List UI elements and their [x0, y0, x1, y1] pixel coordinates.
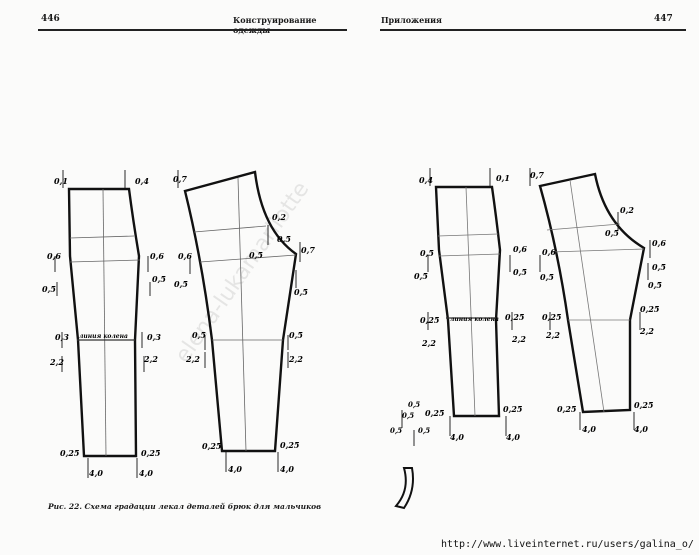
- label-front-hem-left-b: 4,0: [89, 468, 103, 478]
- label-back-knee-left-b: 2,2: [545, 330, 560, 340]
- front-panel-outline: [67, 187, 141, 458]
- running-head: Приложения: [381, 15, 442, 25]
- label-front-hem-right: 0,25: [141, 448, 161, 458]
- label-back-top-left: 0,7: [173, 174, 187, 184]
- label-waistband-d: 0,5: [418, 426, 430, 435]
- right-pattern-diagram: 0,4 0,1 0,7 0,2 0,5 0,6 0,5 0,5 0,5 0,6 …: [390, 168, 666, 510]
- label-front-top-left: 0,1: [54, 176, 68, 186]
- label-front-hem-right-b: 4,0: [506, 432, 520, 442]
- source-url: http://www.liveinternet.ru/users/galina_…: [441, 539, 694, 550]
- label-front-hem-right: 0,25: [503, 404, 523, 414]
- label-front-top-right: 0,4: [135, 176, 149, 186]
- grading-arrows: [54, 170, 301, 478]
- label-back-crotch-right: 0,7: [301, 245, 315, 255]
- label-front-knee-right-b: 2,2: [511, 334, 526, 344]
- label-front-top-right: 0,1: [496, 173, 510, 183]
- label-front-hem-left: 0,25: [425, 408, 445, 418]
- label-back-hem-left: 0,25: [557, 404, 577, 414]
- label-back-hem-left: 0,25: [202, 441, 222, 451]
- label-knee-line: линия колена: [79, 333, 128, 340]
- label-back-knee-left: 0,25: [542, 312, 562, 322]
- label-back-hem-right-b: 4,0: [280, 464, 294, 474]
- label-front-knee-right-b: 2,2: [143, 354, 158, 364]
- waistband-piece: [394, 467, 414, 510]
- label-back-hem-right-b: 4,0: [634, 424, 648, 434]
- label-waistband-a: 0,5: [408, 400, 420, 409]
- label-front-knee-left-b: 2,2: [49, 357, 64, 367]
- label-back-hip-left-b: 0,5: [540, 272, 554, 282]
- header-rule: [380, 29, 686, 31]
- label-front-knee-right: 0,25: [505, 312, 525, 322]
- back-panel-outline: [538, 172, 646, 414]
- label-back-seat-inner: 0,5: [277, 234, 291, 244]
- label-back-hem-left-b: 4,0: [228, 464, 242, 474]
- label-back-seat-inner: 0,5: [605, 228, 619, 238]
- label-back-hip-inner: 0,5: [249, 250, 263, 260]
- label-back-hem-right: 0,25: [280, 440, 300, 450]
- label-back-hip-left: 0,6: [542, 247, 556, 257]
- label-back-crotch-right: 0,6: [652, 238, 666, 248]
- grading-arrows: [401, 168, 651, 446]
- label-back-knee-right: 0,25: [640, 304, 660, 314]
- right-page: Приложения 447: [350, 0, 699, 555]
- label-front-hem-right-b: 4,0: [139, 468, 153, 478]
- label-front-top-left: 0,4: [419, 175, 433, 185]
- header-rule: [38, 29, 347, 31]
- label-back-crotch-right-b: 0,5: [652, 262, 666, 272]
- label-waistband-c: 0,5: [390, 426, 402, 435]
- front-panel-outline: [434, 185, 502, 418]
- label-front-hip-right-b: 0,5: [152, 274, 166, 284]
- label-back-seat-right: 0,2: [620, 205, 634, 215]
- figure-caption: Рис. 22. Схема градации лекал деталей бр…: [48, 502, 322, 511]
- label-back-top-left: 0,7: [530, 170, 544, 180]
- label-back-knee-right-b: 2,2: [288, 354, 303, 364]
- label-knee-line: линия колена: [450, 316, 499, 323]
- label-back-knee-right: 0,5: [289, 330, 303, 340]
- label-front-hip-left-b: 0,5: [42, 284, 56, 294]
- label-front-hip-right: 0,6: [150, 251, 164, 261]
- page-number: 446: [41, 14, 60, 24]
- label-front-knee-left: 0,3: [55, 332, 69, 342]
- label-back-hem-right: 0,25: [634, 400, 654, 410]
- left-pattern-diagram: 0,1 0,4 0,7 0,2 0,5 0,7 0,6 0,5 0,6 0,5 …: [42, 170, 315, 478]
- page-number: 447: [654, 14, 673, 24]
- label-back-hip-right: 0,5: [294, 287, 308, 297]
- label-front-hip-left: 0,5: [420, 248, 434, 258]
- label-front-hip-left: 0,6: [47, 251, 61, 261]
- label-front-hip-right-b: 0,5: [513, 267, 527, 277]
- label-front-knee-left: 0,25: [420, 315, 440, 325]
- label-back-knee-right-b: 2,2: [639, 326, 654, 336]
- label-front-hem-left: 0,25: [60, 448, 80, 458]
- left-page: 446 Конструирование одежды elena-lukamar…: [0, 0, 349, 555]
- label-back-knee-left-b: 2,2: [185, 354, 200, 364]
- label-back-hip-right: 0,5: [648, 280, 662, 290]
- label-back-hip-left: 0,6: [178, 251, 192, 261]
- back-panel-outline: [183, 170, 298, 453]
- label-waistband-b: 0,5: [402, 411, 414, 420]
- label-front-hip-left-b: 0,5: [414, 271, 428, 281]
- label-back-hem-left-b: 4,0: [582, 424, 596, 434]
- label-front-hip-right: 0,6: [513, 244, 527, 254]
- label-front-knee-left-b: 2,2: [421, 338, 436, 348]
- label-back-seat-right: 0,2: [272, 212, 286, 222]
- label-front-hem-left-b: 4,0: [450, 432, 464, 442]
- label-back-knee-left: 0,5: [192, 330, 206, 340]
- label-back-hip-left-b: 0,5: [174, 279, 188, 289]
- label-front-knee-right: 0,3: [147, 332, 161, 342]
